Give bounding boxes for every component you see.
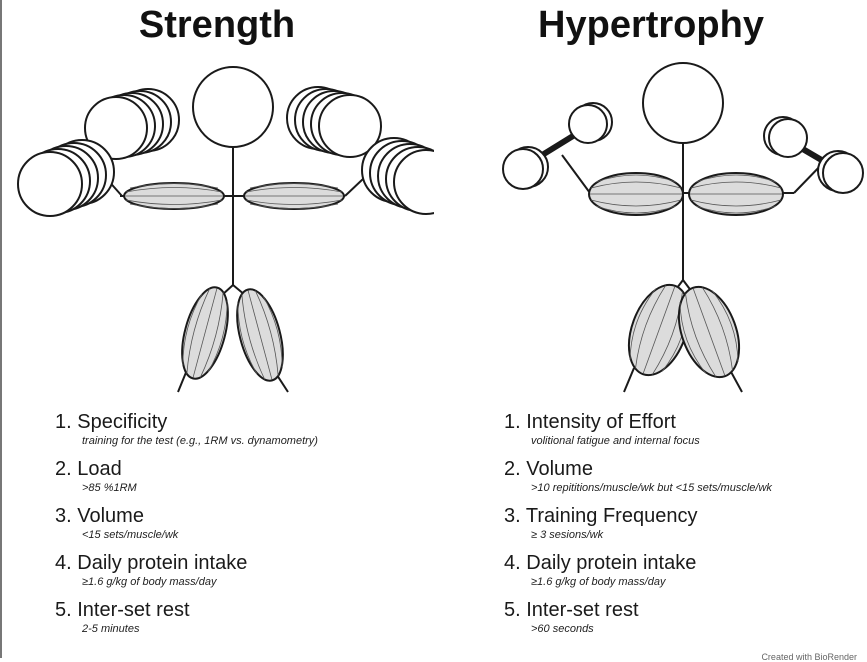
left-shin-line [623,367,635,393]
criteria-item: 2. Load >85 %1RM [55,457,318,504]
criteria-number: 2. [504,458,521,480]
left-light-dumbbell-icon [502,102,613,190]
criteria-detail: ≥1.6 g/kg of body mass/day [531,576,666,588]
hypertrophy-criteria-list: 1. Intensity of Effort volitional fatigu… [504,410,772,645]
right-heavy-dumbbell-icon [286,86,434,215]
criteria-item: 1. Intensity of Effort volitional fatigu… [504,410,772,457]
criteria-item: 3. Training Frequency ≥ 3 sesions/wk [504,504,772,551]
right-bicep-muscle [688,172,784,216]
left-bicep-muscle [123,182,225,210]
criteria-detail: ≥1.6 g/kg of body mass/day [82,576,217,588]
criteria-label: Load [77,458,122,480]
criteria-detail: <15 sets/muscle/wk [82,529,179,541]
criteria-number: 3. [504,505,521,527]
criteria-number: 1. [55,411,72,433]
criteria-label: Intensity of Effort [526,411,676,433]
criteria-label: Inter-set rest [77,599,190,621]
criteria-label: Daily protein intake [526,552,697,574]
criteria-label: Volume [526,458,593,480]
right-bicep-muscle [243,182,345,210]
criteria-label: Inter-set rest [526,599,639,621]
criteria-number: 2. [55,458,72,480]
criteria-detail: 2-5 minutes [82,623,140,635]
criteria-label: Specificity [77,411,168,433]
criteria-number: 1. [504,411,521,433]
hypertrophy-stick-figure [502,62,864,393]
criteria-detail: >10 repititions/muscle/wk but <15 sets/m… [531,482,772,494]
hypertrophy-title: Hypertrophy [538,4,764,46]
criteria-detail: volitional fatigue and internal focus [531,435,700,447]
right-shin-line [729,369,743,393]
left-forearm-line [561,154,591,194]
criteria-label: Volume [77,505,144,527]
criteria-number: 4. [55,552,72,574]
criteria-item: 4. Daily protein intake ≥1.6 g/kg of bod… [55,551,318,598]
criteria-number: 3. [55,505,72,527]
criteria-item: 4. Daily protein intake ≥1.6 g/kg of bod… [504,551,772,598]
frame-edge [0,0,2,658]
credit-text: Created with BioRender [761,652,857,662]
criteria-detail: >60 seconds [531,623,594,635]
head-icon [192,66,274,148]
criteria-item: 5. Inter-set rest 2-5 minutes [55,598,318,645]
criteria-detail: >85 %1RM [82,482,137,494]
criteria-item: 3. Volume <15 sets/muscle/wk [55,504,318,551]
criteria-number: 5. [504,599,521,621]
criteria-detail: ≥ 3 sesions/wk [531,529,604,541]
right-light-dumbbell-icon [763,116,864,194]
strength-criteria-list: 1. Specificity training for the test (e.… [55,410,318,645]
criteria-label: Training Frequency [525,505,698,527]
criteria-number: 4. [504,552,521,574]
left-thigh-muscle [181,286,229,380]
criteria-detail: training for the test (e.g., 1RM vs. dyn… [82,435,318,447]
criteria-number: 5. [55,599,72,621]
left-bicep-muscle [588,172,684,216]
strength-stick-figure [17,66,434,393]
right-thigh-muscle [236,288,284,382]
criteria-item: 2. Volume >10 repititions/muscle/wk but … [504,457,772,504]
right-thigh-muscle [677,285,741,379]
criteria-item: 1. Specificity training for the test (e.… [55,410,318,457]
criteria-item: 5. Inter-set rest >60 seconds [504,598,772,645]
head-icon [642,62,724,144]
hypertrophy-panel: Hypertrophy [434,0,867,658]
strength-panel: Strength [0,0,434,658]
strength-title: Strength [138,4,296,46]
left-heavy-dumbbell-icon [17,88,180,217]
criteria-label: Daily protein intake [77,552,248,574]
